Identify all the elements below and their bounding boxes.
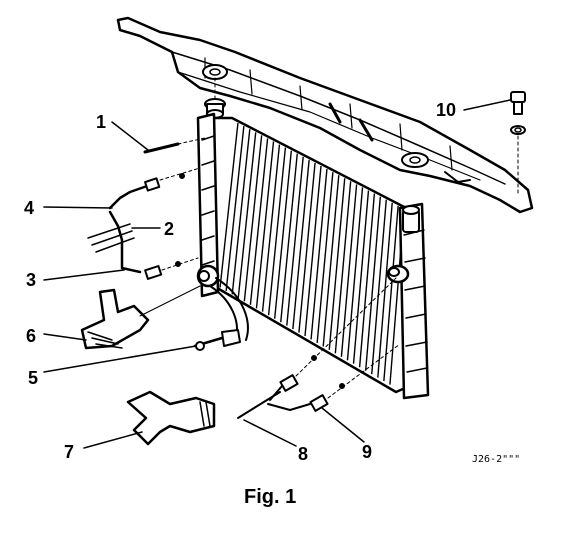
callout-10: 10 bbox=[436, 100, 456, 120]
radiator-fins bbox=[219, 122, 405, 385]
radiator-fin bbox=[273, 150, 293, 319]
callout-1: 1 bbox=[96, 112, 106, 132]
radiator-core bbox=[196, 112, 430, 400]
radiator-fin bbox=[231, 129, 251, 295]
radiator-fin bbox=[340, 184, 358, 357]
callout-3: 3 bbox=[26, 270, 36, 290]
callout-2: 2 bbox=[164, 219, 174, 239]
radiator-fin bbox=[255, 141, 275, 309]
radiator-fin bbox=[328, 178, 346, 350]
callout-7: 7 bbox=[64, 442, 74, 462]
radiator-fin bbox=[371, 199, 387, 375]
radiator-fin bbox=[298, 162, 316, 333]
lower-hose bbox=[126, 390, 216, 446]
radiator-fin bbox=[322, 175, 340, 347]
radiator-fin bbox=[383, 205, 399, 382]
reference-code: J26-2""" bbox=[472, 454, 520, 465]
callout-8: 8 bbox=[298, 444, 308, 464]
radiator-fin bbox=[219, 122, 239, 288]
radiator-fin bbox=[249, 138, 269, 305]
temperature-switches bbox=[237, 277, 401, 419]
radiator-fin bbox=[267, 147, 287, 316]
radiator-fin bbox=[352, 190, 370, 364]
radiator-fin bbox=[316, 172, 334, 343]
radiator-fin bbox=[237, 132, 257, 298]
leader-lines bbox=[43, 99, 511, 449]
radiator-fin bbox=[261, 144, 281, 312]
left-rubber-mount bbox=[204, 77, 226, 119]
callout-9: 9 bbox=[362, 442, 372, 462]
callout-5: 5 bbox=[28, 368, 38, 388]
lower-pipe bbox=[193, 277, 249, 351]
radiator-fin bbox=[225, 126, 245, 292]
callout-6: 6 bbox=[26, 326, 36, 346]
radiator-fin bbox=[334, 181, 352, 354]
bolt-and-washer bbox=[510, 91, 526, 197]
radiator-fin bbox=[346, 187, 364, 361]
radiator-fin bbox=[292, 159, 310, 330]
sensor-wiring bbox=[87, 167, 201, 280]
radiator-fin bbox=[364, 196, 382, 371]
tube-part bbox=[143, 137, 206, 154]
callout-labels: 1 2 3 4 5 6 7 8 9 10 bbox=[24, 100, 456, 464]
upper-support-rail bbox=[116, 16, 534, 214]
radiator-fin bbox=[286, 156, 304, 326]
figure-caption: Fig. 1 bbox=[244, 486, 296, 508]
upper-hose bbox=[80, 285, 201, 350]
radiator-fin bbox=[310, 169, 328, 340]
radiator-fin bbox=[243, 135, 263, 302]
radiator-fin bbox=[377, 202, 393, 378]
radiator-fin bbox=[280, 153, 298, 323]
callout-4: 4 bbox=[24, 198, 34, 218]
radiator-fin bbox=[358, 193, 376, 368]
radiator-fin bbox=[304, 165, 322, 337]
